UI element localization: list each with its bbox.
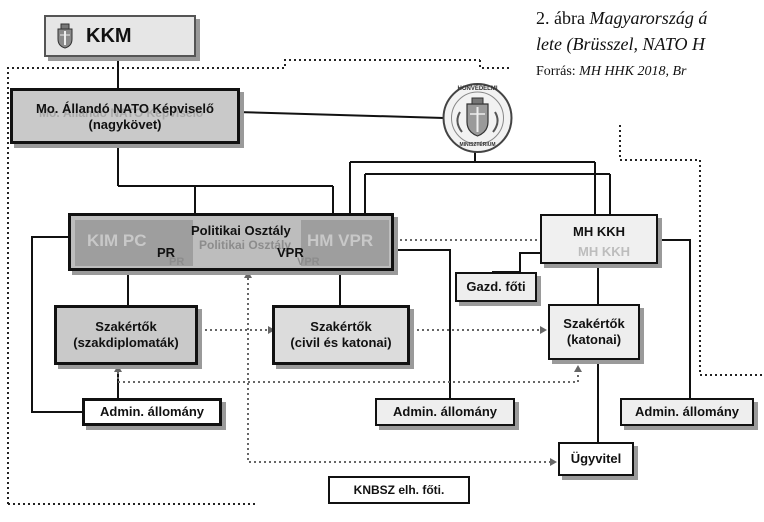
admin-right-label: Admin. állomány — [634, 403, 740, 419]
experts-civil-title: Szakértők — [310, 318, 372, 334]
representative-title: Mo. Állandó NATO Képviselő — [36, 100, 214, 116]
caption-title-end: lete (Brüsszel, NATO H — [536, 34, 705, 54]
caption-title-start: Magyarország á — [589, 8, 708, 28]
figure-caption-line2: lete (Brüsszel, NATO H — [536, 34, 705, 55]
experts-civil-box: Szakértők (civil és katonai) — [272, 305, 410, 365]
gazd-foti-label: Gazd. főti — [466, 278, 526, 294]
experts-diplomats-box: Szakértők (szakdiplomaták) — [54, 305, 198, 365]
experts-military-box: Szakértők (katonai) — [548, 304, 640, 360]
figure-caption-line1: 2. ábra Magyarország á — [536, 8, 707, 29]
admin-left-box: Admin. állomány — [82, 398, 222, 426]
ugyvitel-label: Ügyvitel — [570, 450, 622, 466]
admin-left-label: Admin. állomány — [99, 403, 205, 419]
pr-ghost: PR — [169, 256, 185, 268]
admin-middle-box: Admin. állomány — [375, 398, 515, 426]
admin-middle-label: Admin. állomány — [392, 403, 498, 419]
representative-box: Mo. Állandó NATO Képviselő Mo. Állandó N… — [10, 88, 240, 144]
experts-military-title: Szakértők — [563, 315, 625, 331]
knbsz-box: KNBSZ elh. főti. — [328, 476, 470, 504]
vpr-label: VPR — [277, 245, 304, 260]
experts-diplomats-subtitle: (szakdiplomaták) — [73, 335, 179, 350]
kkm-label: KKM — [86, 24, 132, 47]
emblem-bottom-text: MINISZTÉRIUM — [459, 142, 496, 148]
hm-vpr-panel — [301, 220, 389, 266]
political-department-box: KIM PC Politikai Osztály HM VPR PR VPR P… — [68, 213, 394, 271]
ugyvitel-box: Ügyvitel — [558, 442, 634, 476]
experts-civil-subtitle: (civil és katonai) — [290, 335, 392, 350]
mh-kkh-label: MH KKH — [573, 224, 625, 239]
source-text: MH HHK 2018, Br — [579, 64, 687, 79]
gazd-foti-box: Gazd. főti — [455, 272, 537, 302]
ministry-emblem-icon — [442, 83, 513, 153]
knbsz-label: KNBSZ elh. főti. — [353, 482, 445, 497]
caption-figure-number: 2. ábra — [536, 8, 585, 28]
kim-pc-label: KIM PC — [87, 231, 147, 250]
ministry-emblem: HONVÉDELMI MINISZTÉRIUM — [440, 82, 515, 154]
admin-right-box: Admin. állomány — [620, 398, 754, 426]
source-prefix: Forrás: — [536, 64, 576, 79]
hm-vpr-label: HM VPR — [307, 231, 374, 250]
pr-label: PR — [157, 245, 176, 260]
figure-source: Forrás: MH HHK 2018, Br — [536, 64, 687, 80]
experts-diplomats-title: Szakértők — [95, 318, 157, 334]
representative-ghost: Mo. Állandó NATO Képviselő — [39, 106, 204, 120]
political-title: Politikai Osztály — [191, 223, 291, 238]
mh-kkh-box: MH KKH MH KKH — [540, 214, 658, 264]
coat-of-arms-icon — [57, 23, 73, 49]
kkm-box: KKM — [44, 15, 196, 57]
emblem-top-text: HONVÉDELMI — [457, 86, 498, 92]
representative-subtitle: (nagykövet) — [88, 117, 162, 132]
experts-military-subtitle: (katonai) — [566, 332, 622, 347]
political-ghost: Politikai Osztály — [199, 238, 292, 252]
vpr-ghost: VPR — [297, 256, 320, 268]
mh-kkh-ghost: MH KKH — [578, 244, 630, 259]
kim-pc-panel — [75, 220, 193, 266]
